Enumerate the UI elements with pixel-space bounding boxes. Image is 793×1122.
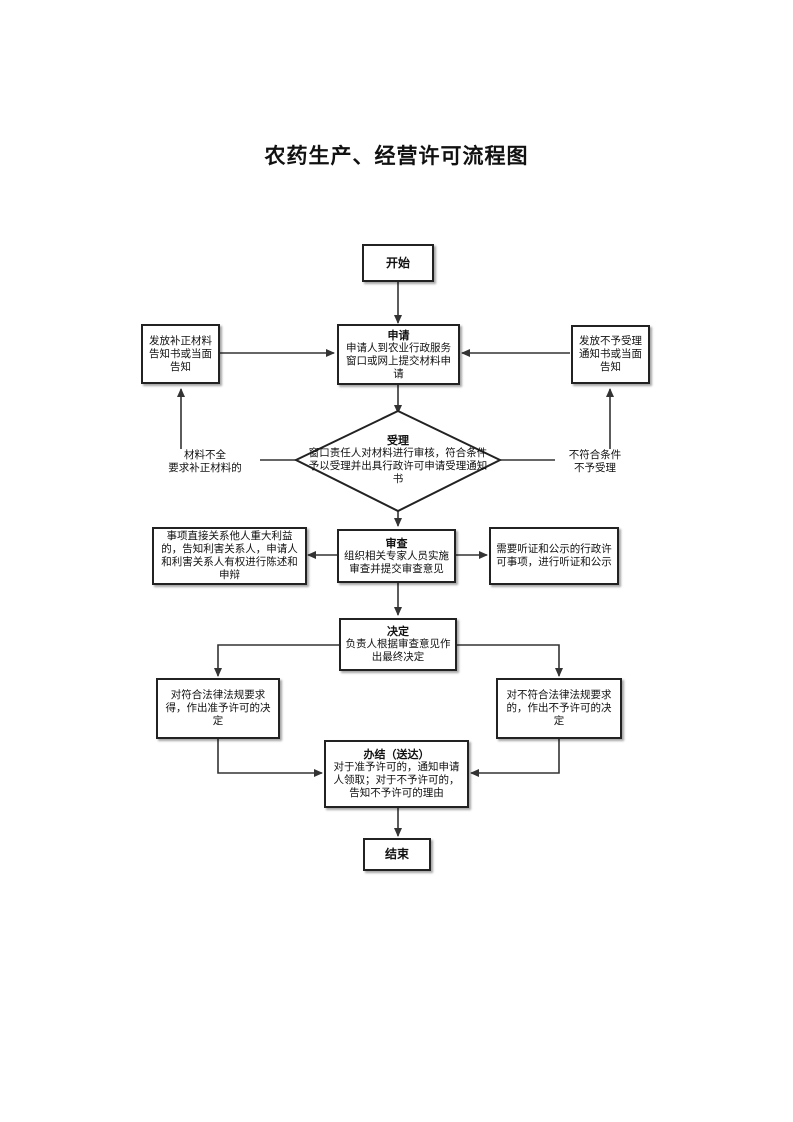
page-title: 农药生产、经营许可流程图 xyxy=(264,144,529,168)
incomplete-label: 材料不全 要求补正材料的 xyxy=(150,449,260,475)
major-interest-text: 事项直接关系他人重大利益的，告知利害关系人，申请人和利害关系人有权进行陈述和申辩 xyxy=(161,530,298,581)
decision-body: 负责人根据审查意见作出最终决定 xyxy=(345,638,451,663)
deliver-node: 办结（送达） 对于准予许可的，通知申请人领取；对于不予许可的，告知不予许可的理由 xyxy=(324,740,469,808)
edge-approve-deliver xyxy=(217,739,323,777)
review-body: 组织相关专家人员实施审查并提交审查意见 xyxy=(344,549,449,575)
major-interest-node: 事项直接关系他人重大利益的，告知利害关系人，申请人和利害关系人有权进行陈述和申辩 xyxy=(152,527,307,585)
review-node: 审查 组织相关专家人员实施审查并提交审查意见 xyxy=(337,529,456,583)
deny-text: 对不符合法律法规要求的，作出不予许可的决定 xyxy=(506,689,612,727)
apply-heading: 申请 xyxy=(387,328,410,342)
review-heading: 审查 xyxy=(385,536,408,550)
end-node: 结束 xyxy=(363,838,431,871)
not-eligible-label: 不符合条件 不予受理 xyxy=(555,449,635,475)
apply-node: 申请 申请人到农业行政服务窗口或网上提交材料申请 xyxy=(337,324,460,385)
edge-decision-deny xyxy=(457,644,563,677)
reject-notice-text: 发放不予受理通知书或当面告知 xyxy=(579,335,642,373)
hearing-text: 需要听证和公示的行政许可事项，进行听证和公示 xyxy=(496,543,612,568)
deliver-body: 对于准予许可的，通知申请人领取；对于不予许可的，告知不予许可的理由 xyxy=(333,761,460,799)
accept-node: 受理 窗口责任人对材料进行审核，符合条件予以受理并出具行政许可申请受理通知书 xyxy=(306,434,490,486)
edge-deny-deliver xyxy=(470,739,560,777)
hearing-node: 需要听证和公示的行政许可事项，进行听证和公示 xyxy=(489,527,619,585)
decision-node: 决定 负责人根据审查意见作出最终决定 xyxy=(339,618,457,671)
start-node: 开始 xyxy=(362,244,434,282)
apply-body: 申请人到农业行政服务窗口或网上提交材料申请 xyxy=(346,341,451,380)
edge-decision-approve xyxy=(214,644,339,677)
approve-node: 对符合法律法规要求得，作出准予许可的决定 xyxy=(156,678,280,739)
accept-body: 窗口责任人对材料进行审核，符合条件予以受理并出具行政许可申请受理通知书 xyxy=(308,447,488,485)
approve-text: 对符合法律法规要求得，作出准予许可的决定 xyxy=(165,689,271,727)
decision-heading: 决定 xyxy=(387,625,409,638)
accept-heading: 受理 xyxy=(387,434,409,447)
supplement-text: 发放补正材料告知书或当面告知 xyxy=(149,334,212,373)
supplement-node: 发放补正材料告知书或当面告知 xyxy=(141,324,220,384)
end-label: 结束 xyxy=(384,847,409,861)
deliver-heading: 办结（送达） xyxy=(363,748,430,761)
reject-notice-node: 发放不予受理通知书或当面告知 xyxy=(571,325,650,384)
start-label: 开始 xyxy=(385,255,410,270)
deny-node: 对不符合法律法规要求的，作出不予许可的决定 xyxy=(496,678,622,739)
accept-diamond xyxy=(293,409,503,513)
